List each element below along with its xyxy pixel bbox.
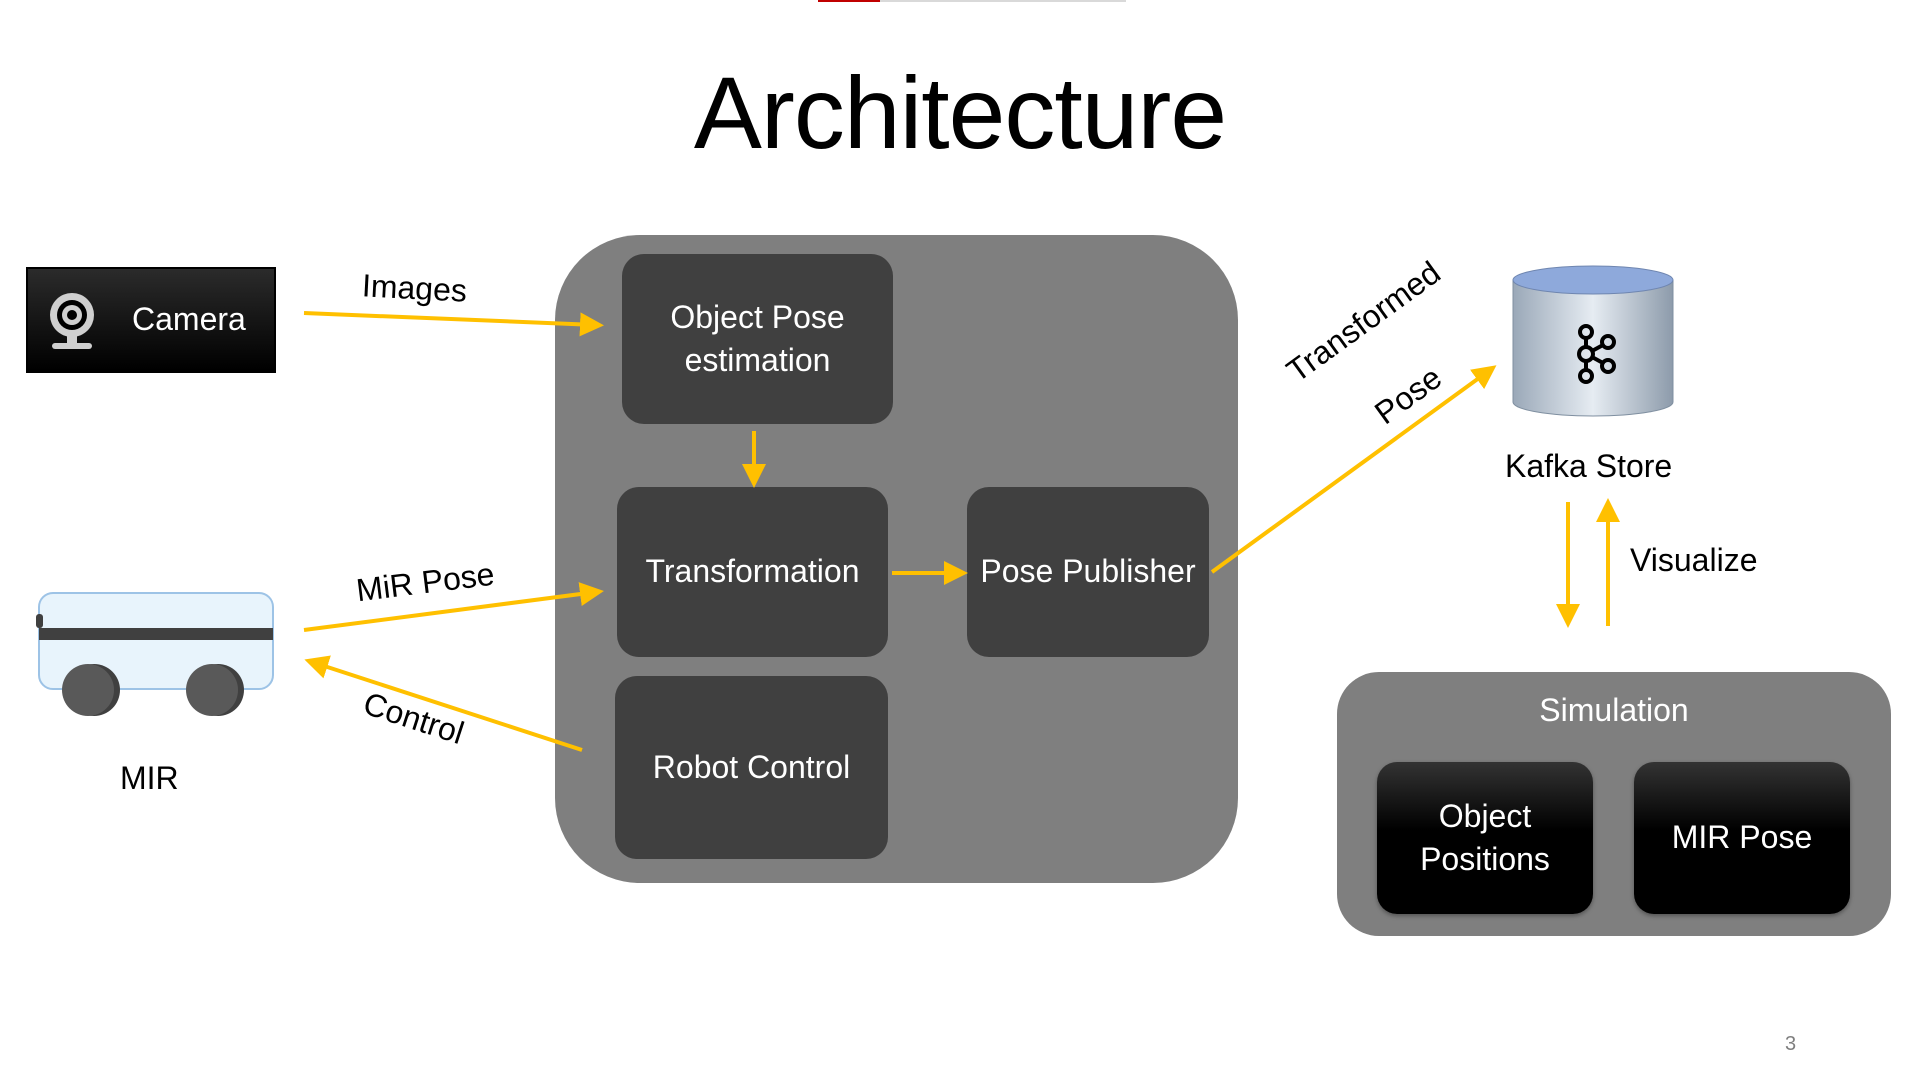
database-cylinder-icon: [1512, 265, 1674, 417]
top-accent-red-line: [818, 0, 880, 2]
core-system-container: Object Pose estimation Transformation Po…: [555, 235, 1238, 883]
object-positions-box: Object Positions: [1377, 762, 1593, 914]
top-accent-line: [818, 0, 1126, 2]
kafka-logo-icon: [1577, 324, 1616, 384]
simulation-container: Simulation Object Positions MIR Pose: [1337, 672, 1891, 936]
robot-label: MIR: [120, 760, 179, 796]
camera-label: Camera: [132, 301, 246, 337]
camera-node: Camera: [26, 267, 276, 373]
robot-control-module: Robot Control: [615, 676, 888, 859]
mobile-robot-icon: [36, 592, 274, 716]
mir-pose-box: MIR Pose: [1634, 762, 1850, 914]
page-number: 3: [1785, 1033, 1797, 1055]
control-arrow: [304, 655, 583, 752]
simulation-title: Simulation: [1539, 692, 1689, 728]
visualize-label: Visualize: [1630, 542, 1758, 578]
kafka-store-label: Kafka Store: [1505, 448, 1673, 484]
object-pose-estimation-module: Object Pose estimation: [622, 254, 893, 424]
images-label: Images: [361, 267, 468, 309]
images-arrow: [303, 311, 604, 337]
transformation-module: Transformation: [617, 487, 888, 657]
transformed-pose-arrow: [1210, 365, 1497, 574]
slide-title: Architecture: [693, 56, 1227, 170]
pose-publisher-module: Pose Publisher: [967, 487, 1209, 657]
webcam-icon: [50, 293, 94, 349]
mir-pose-arrow: [303, 582, 604, 632]
